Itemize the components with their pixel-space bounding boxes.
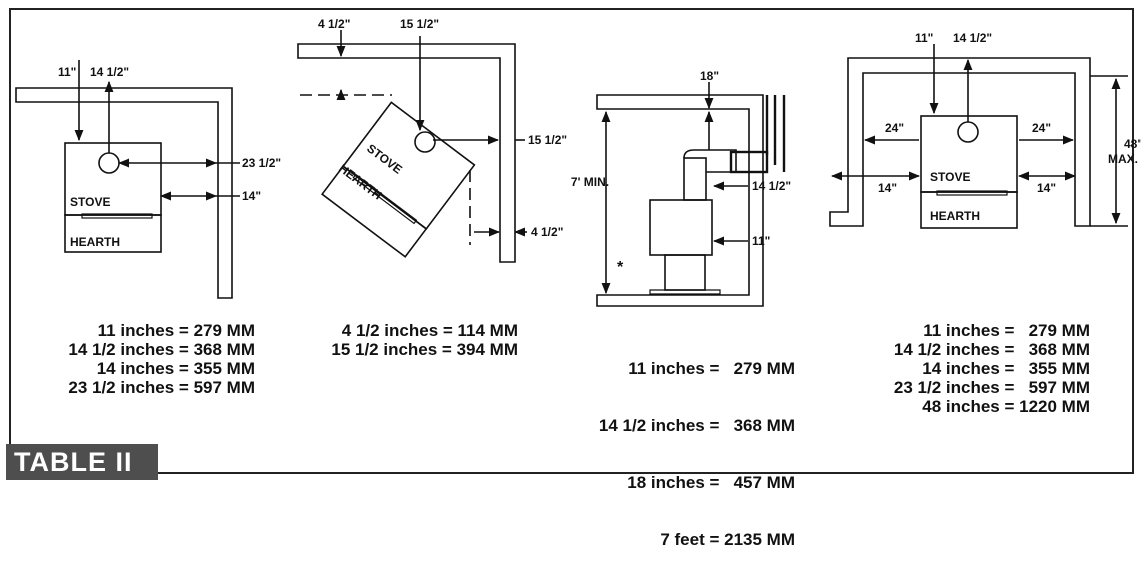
dim-18-label: 18" — [700, 69, 719, 83]
hearth-label: HEARTH — [70, 235, 120, 249]
stove-pipe-vertical — [683, 157, 707, 201]
dim-14-5-label: 14 1/2" — [752, 179, 791, 193]
flue-circle — [957, 121, 979, 143]
alcove-outline — [829, 57, 1091, 227]
hearth-label: HEARTH — [930, 209, 980, 223]
dim-14-right-label: 14" — [1037, 181, 1056, 195]
dim-4-5-top-label: 4 1/2" — [318, 17, 350, 31]
conversions-diagram-1: 11 inches = 279 MM 14 1/2 inches = 368 M… — [40, 321, 255, 397]
conversion-row: 48 inches = 1220 MM — [922, 397, 1090, 416]
stove-pipe-elbow — [683, 149, 737, 173]
conversion-row: 15 1/2 inches = 394 MM — [331, 340, 518, 359]
conversion-row: 4 1/2 inches = 114 MM — [341, 321, 518, 340]
dim-24-left-label: 24" — [885, 121, 904, 135]
wall-outline — [15, 87, 233, 299]
conversion-row: 7 feet = 2135 MM — [660, 530, 795, 549]
conversion-row: 23 1/2 inches = 597 MM — [893, 378, 1090, 397]
conversion-row: 18 inches = 457 MM — [627, 473, 795, 492]
conversions-diagram-3: 11 inches = 279 MM 14 1/2 inches = 368 M… — [565, 321, 795, 568]
conversion-row: 23 1/2 inches = 597 MM — [68, 378, 255, 397]
dim-14-5-label: 14 1/2" — [90, 65, 129, 79]
conversion-row: 11 inches = 279 MM — [628, 359, 795, 378]
hearth-edge — [936, 190, 1008, 196]
conversion-row: 14 1/2 inches = 368 MM — [68, 340, 255, 359]
table-frame — [9, 8, 1134, 474]
stove-label: STOVE — [364, 141, 405, 177]
dim-4-5-bottom-label: 4 1/2" — [531, 225, 563, 239]
diagram-recessed-alcove — [829, 44, 1128, 229]
hearth-edge — [81, 213, 153, 219]
hearth — [920, 191, 1018, 229]
dim-14-label: 14" — [242, 189, 261, 203]
alcove-outline — [596, 94, 764, 307]
conversion-row: 14 inches = 355 MM — [96, 359, 255, 378]
conversion-row: 11 inches = 279 MM — [97, 321, 255, 340]
wall-outline — [297, 43, 516, 263]
conversion-row: 11 inches = 279 MM — [923, 321, 1090, 340]
table-title-badge: TABLE II — [6, 444, 158, 480]
dim-14-5-label: 14 1/2" — [953, 31, 992, 45]
dim-48-label: 48" — [1124, 137, 1141, 151]
stove-body — [649, 199, 713, 256]
diagram-alcove-side-view — [596, 82, 786, 307]
hearth-label: HEARTH — [336, 161, 384, 202]
dim-15-5-top-label: 15 1/2" — [400, 17, 439, 31]
hearth-edge — [352, 173, 418, 225]
dim-11-label: 11" — [915, 31, 933, 45]
dim-11-label: 11" — [752, 234, 770, 248]
dim-11-label: 11" — [58, 65, 76, 79]
dim-7min-label: 7' MIN. — [571, 175, 609, 189]
stove-label: STOVE — [70, 195, 110, 209]
conversions-diagram-4: 11 inches = 279 MM 14 1/2 inches = 368 M… — [855, 321, 1090, 416]
clearance-diagrams: 11" 14 1/2" 23 1/2" 14" STOVE HEARTH 4 1… — [15, 17, 1141, 307]
conversion-row: 14 1/2 inches = 368 MM — [893, 340, 1090, 359]
flue-circle — [414, 131, 436, 153]
hearth — [321, 165, 428, 258]
dim-max-label: MAX. — [1108, 152, 1138, 166]
dim-23-5-label: 23 1/2" — [242, 156, 281, 170]
hearth — [64, 214, 162, 253]
conversion-row: 14 inches = 355 MM — [922, 359, 1090, 378]
stove-body — [342, 101, 476, 230]
dim-24-right-label: 24" — [1032, 121, 1051, 135]
stove-pedestal — [664, 254, 706, 291]
flue-circle — [98, 152, 120, 174]
chimney-thimble — [729, 150, 769, 174]
asterisk-note: * — [617, 259, 624, 276]
diagram-diagonal-corner — [297, 30, 527, 263]
dim-14-left-label: 14" — [878, 181, 897, 195]
conversion-row: 14 1/2 inches = 368 MM — [598, 416, 795, 435]
diagram-corner-installation — [15, 60, 240, 299]
stove-label: STOVE — [930, 170, 970, 184]
conversions-diagram-2: 4 1/2 inches = 114 MM 15 1/2 inches = 39… — [300, 321, 518, 359]
dim-15-5-right-label: 15 1/2" — [528, 133, 567, 147]
